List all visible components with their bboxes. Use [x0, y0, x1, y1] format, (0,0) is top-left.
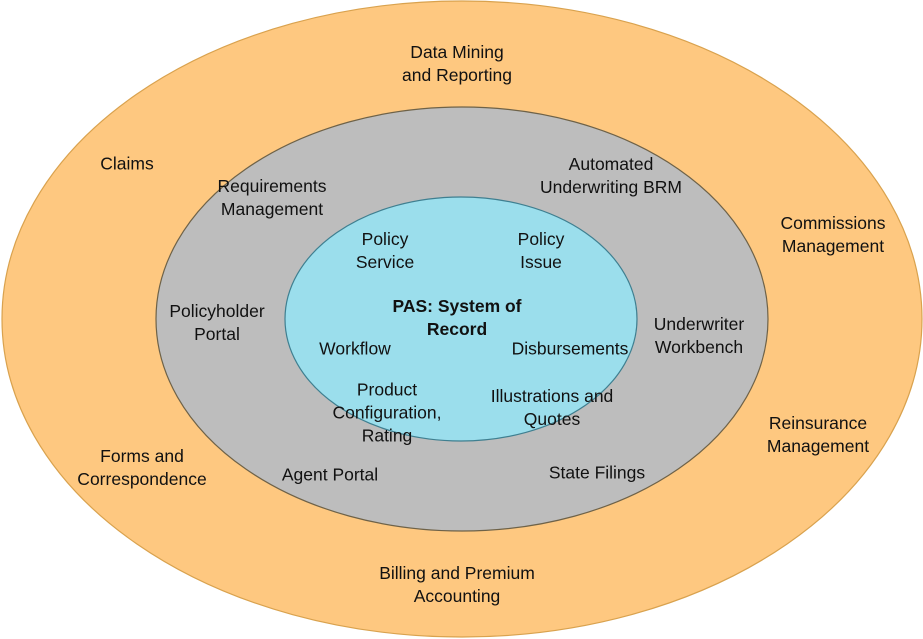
label-requirements-management: Requirements Management: [217, 176, 327, 219]
label-agent-portal: Agent Portal: [281, 464, 379, 485]
label-workflow: Workflow: [319, 338, 391, 359]
label-policy-issue: Policy Issue: [517, 229, 565, 272]
label-policyholder-portal: Policyholder Portal: [169, 301, 265, 344]
label-product-configuration-rating: Product Configuration, Rating: [332, 379, 442, 446]
label-pas-system-of-record: PAS: System of Record: [392, 296, 522, 339]
label-forms-correspondence: Forms and Correspondence: [77, 446, 207, 489]
label-data-mining-reporting: Data Mining and Reporting: [402, 42, 512, 85]
label-billing-premium-accounting: Billing and Premium Accounting: [379, 563, 535, 606]
label-disbursements: Disbursements: [511, 338, 629, 359]
label-automated-underwriting-brm: Automated Underwriting BRM: [540, 154, 682, 197]
label-claims: Claims: [100, 153, 154, 174]
label-policy-service: Policy Service: [355, 229, 415, 272]
label-illustrations-quotes: Illustrations and Quotes: [490, 386, 614, 429]
label-underwriter-workbench: Underwriter Workbench: [653, 314, 745, 357]
label-commissions-management: Commissions Management: [780, 213, 886, 256]
inner-ring: [284, 196, 638, 442]
label-reinsurance-management: Reinsurance Management: [766, 413, 870, 456]
label-state-filings: State Filings: [548, 462, 646, 483]
